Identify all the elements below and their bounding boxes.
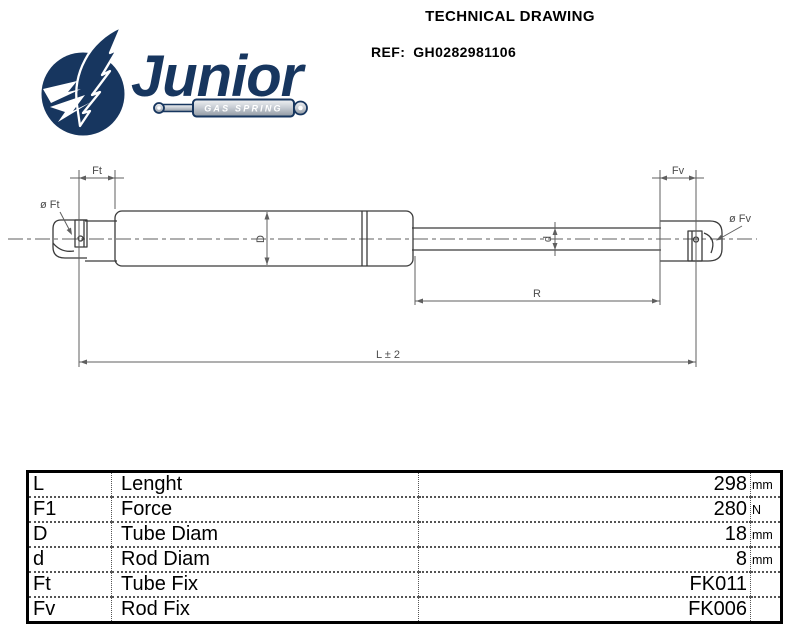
rod-diameter-label: d [542,236,554,242]
spec-symbol: D [27,521,112,548]
gas-spring-drawing: Ft Fv D d R [8,165,757,367]
table-row: F1 Force 280 N [27,496,782,523]
table-row: D Tube Diam 18 mm [27,521,782,548]
tube-fix-dimension: Ft [70,165,124,181]
tube-fix-fitting [52,219,88,259]
rod-fix-fitting [660,220,723,262]
rod-fix-dimension: Fv [652,165,704,181]
spec-unit: N [750,496,782,523]
spec-value: 280 [418,496,751,523]
spec-value: 8 [418,546,751,573]
brand-wordmark: Junior [131,44,307,109]
brand-tagline: GAS SPRING [204,104,283,114]
spec-symbol: F1 [27,496,112,523]
spec-value: FK011 [418,571,751,598]
tube-diameter-label: D [255,235,267,243]
eagle-icon [41,25,125,136]
spec-name: Tube Diam [111,521,419,548]
spec-unit [750,596,782,624]
rod-fix-dia-label: ø Fv [729,213,751,225]
extension-lines [78,170,697,367]
ref-label: REF: [371,44,406,60]
spec-symbol: Fv [27,596,112,624]
tube-fix-dia-callout: ø Ft [40,199,72,235]
rod-fix-dia-callout: ø Fv [716,213,751,241]
total-length-dimension: L ± 2 [79,349,696,365]
spec-value: 18 [418,521,751,548]
rod-diameter-dimension: d [542,222,558,256]
brand-logo: Junior GAS SPRING [41,25,308,136]
tube-fix-dia-label: ø Ft [40,199,60,211]
spec-symbol: d [27,546,112,573]
rod-length-dimension: R [415,288,660,304]
table-row: d Rod Diam 8 mm [27,546,782,573]
ref-value: GH0282981106 [413,44,517,60]
rod-body [412,227,661,251]
spec-unit: mm [750,521,782,548]
spec-name: Force [111,496,419,523]
spec-name: Rod Fix [111,596,419,624]
spec-name: Tube Fix [111,571,419,598]
page-title: TECHNICAL DRAWING [425,8,595,25]
spec-value: 298 [418,470,751,498]
rod-length-label: R [533,288,541,300]
spec-table: L Lenght 298 mm F1 Force 280 N D Tube Di… [26,470,783,624]
tube-diameter-dimension: D [255,212,270,265]
spec-unit: mm [750,470,782,498]
rod-fix-dim-label: Fv [672,165,685,177]
table-row: Fv Rod Fix FK006 [27,596,782,624]
reference-line: REF: GH0282981106 [371,44,516,60]
spec-unit: mm [750,546,782,573]
tube-fix-dim-label: Ft [92,165,102,177]
spec-unit [750,571,782,598]
table-row: Ft Tube Fix FK011 [27,571,782,598]
gas-spring-banner-icon: GAS SPRING [153,98,308,118]
spec-symbol: L [27,470,112,498]
table-row: L Lenght 298 mm [27,470,782,498]
spec-name: Lenght [111,470,419,498]
spec-value: FK006 [418,596,751,624]
tube-body [114,210,414,267]
spec-symbol: Ft [27,571,112,598]
total-length-label: L ± 2 [376,349,400,361]
spec-name: Rod Diam [111,546,419,573]
